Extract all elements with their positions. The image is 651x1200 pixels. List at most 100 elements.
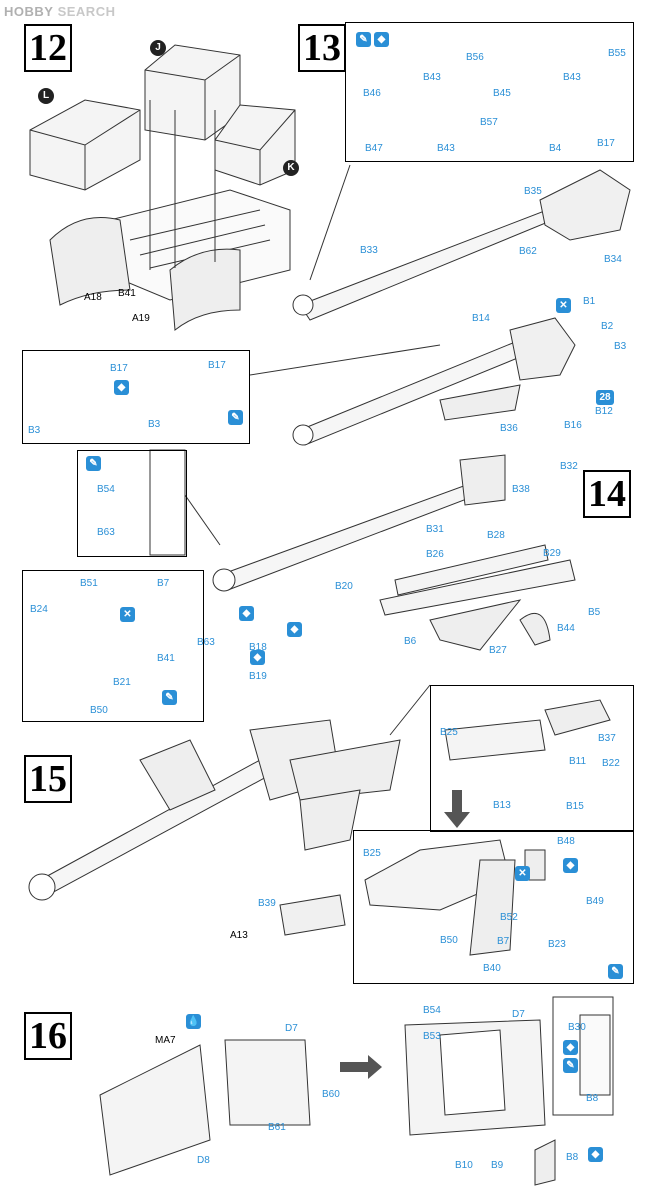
part-label: B12 [595, 406, 613, 417]
part-label: B54 [423, 1005, 441, 1016]
option-icon: ◆ [239, 606, 254, 621]
watermark: HOBBY SEARCH [4, 4, 115, 19]
option-icon: ◆ [287, 622, 302, 637]
part-label: B61 [268, 1122, 286, 1133]
part-label: B13 [493, 800, 511, 811]
step15-arrow [444, 790, 470, 828]
part-label: B40 [483, 963, 501, 974]
part-label: B46 [363, 88, 381, 99]
step-16-number: 16 [24, 1012, 72, 1060]
part-label: A18 [84, 292, 102, 303]
part-label: B29 [543, 548, 561, 559]
part-label: B60 [322, 1089, 340, 1100]
part-label: B50 [440, 935, 458, 946]
part-label: B4 [549, 143, 562, 154]
part-label: B41 [118, 288, 136, 299]
step-14-number: 14 [583, 470, 631, 518]
part-label: B37 [598, 733, 616, 744]
marker-k: K [283, 160, 299, 176]
part-label: B18 [249, 642, 267, 653]
part-label: B10 [455, 1160, 473, 1171]
remove-icon: ✕ [515, 866, 530, 881]
paint-icon: ✎ [356, 32, 371, 47]
step14-detail-box [77, 450, 187, 557]
step-12-number: 12 [24, 24, 72, 72]
part-label: B38 [512, 484, 530, 495]
step15-right-bottom-box [353, 830, 634, 984]
step16-drawing [99, 996, 614, 1186]
option-icon: ◆ [374, 32, 389, 47]
part-label: B43 [423, 72, 441, 83]
part-label: B44 [557, 623, 575, 634]
part-label: B3 [614, 341, 627, 352]
step16-arrow [340, 1055, 382, 1079]
part-label: B7 [157, 578, 170, 589]
part-label: B25 [363, 848, 381, 859]
step13-drawing [249, 164, 631, 446]
part-label: B3 [148, 419, 161, 430]
step14-left-box [22, 570, 204, 722]
part-label: B53 [423, 1031, 441, 1042]
part-label: B33 [360, 245, 378, 256]
part-label: B5 [588, 607, 601, 618]
option-icon: ◆ [114, 380, 129, 395]
remove-icon: ✕ [556, 298, 571, 313]
step15-right-top-box [430, 685, 634, 832]
watermark-text: SEARCH [57, 4, 116, 19]
remove-icon: ✕ [120, 607, 135, 622]
part-label: B50 [90, 705, 108, 716]
part-label: B43 [563, 72, 581, 83]
part-label: D8 [197, 1155, 210, 1166]
part-label: B1 [583, 296, 596, 307]
mini-icon: 28 [596, 390, 614, 405]
option-icon: ◆ [563, 858, 578, 873]
part-label: B35 [524, 186, 542, 197]
part-label: B49 [586, 896, 604, 907]
part-label: B36 [500, 423, 518, 434]
step12-drawing [29, 44, 296, 331]
part-label: MA7 [155, 1035, 176, 1046]
part-label: B41 [157, 653, 175, 664]
part-label: B8 [586, 1093, 599, 1104]
part-label: B20 [335, 581, 353, 592]
part-label: B63 [97, 527, 115, 538]
part-label: B62 [519, 246, 537, 257]
part-label: B25 [440, 727, 458, 738]
part-label: B2 [601, 321, 614, 332]
part-label: B56 [466, 52, 484, 63]
paint-icon: ✎ [608, 964, 623, 979]
part-label: B52 [500, 912, 518, 923]
watermark-brand: HOBBY [4, 4, 54, 19]
step14-drawing [149, 449, 576, 651]
paint-icon: ✎ [86, 456, 101, 471]
part-label: B54 [97, 484, 115, 495]
option-icon: ◆ [563, 1040, 578, 1055]
part-label: B43 [437, 143, 455, 154]
part-label: B63 [197, 637, 215, 648]
part-label: B3 [28, 425, 41, 436]
step13-sight-box [22, 350, 250, 444]
paint-icon: ✎ [563, 1058, 578, 1073]
part-label: B31 [426, 524, 444, 535]
part-label: B14 [472, 313, 490, 324]
part-label: D7 [285, 1023, 298, 1034]
marker-l: L [38, 88, 54, 104]
part-label: B26 [426, 549, 444, 560]
part-label: B17 [110, 363, 128, 374]
step-15-number: 15 [24, 755, 72, 803]
part-label: B7 [497, 936, 510, 947]
step15-drawing [28, 684, 431, 936]
part-label: B45 [493, 88, 511, 99]
part-label: B39 [258, 898, 276, 909]
part-label: B27 [489, 645, 507, 656]
part-label: B16 [564, 420, 582, 431]
part-label: B48 [557, 836, 575, 847]
part-label: B55 [608, 48, 626, 59]
part-label: A19 [132, 313, 150, 324]
part-label: B21 [113, 677, 131, 688]
part-label: B23 [548, 939, 566, 950]
part-label: B30 [568, 1022, 586, 1033]
part-label: B6 [404, 636, 417, 647]
part-label: B24 [30, 604, 48, 615]
